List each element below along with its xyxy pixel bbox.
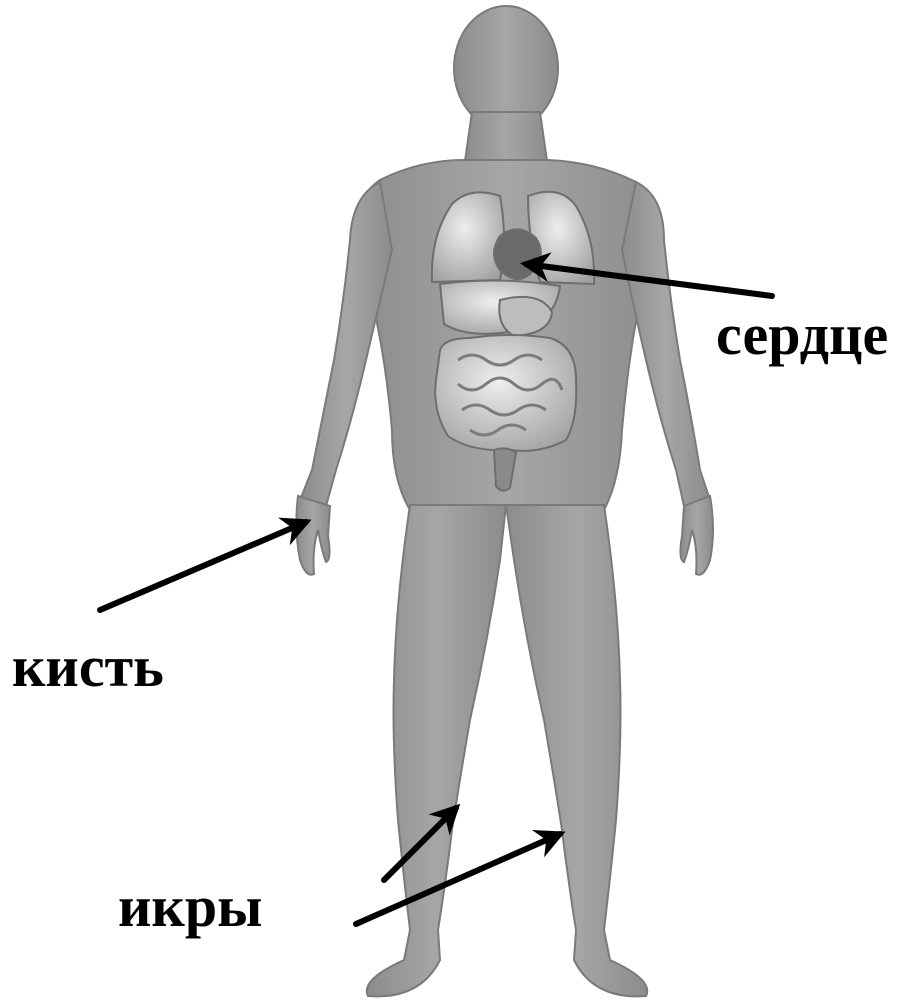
label-hand: кисть — [12, 638, 164, 696]
left-leg — [367, 505, 506, 996]
right-arm — [622, 182, 710, 506]
right-hand — [680, 496, 713, 575]
label-heart: сердце — [716, 306, 888, 364]
intestines — [435, 335, 576, 451]
arrow-to-hand — [100, 522, 306, 610]
left-arm — [300, 182, 392, 506]
label-calves: икры — [118, 878, 262, 936]
left-hand — [296, 496, 330, 575]
human-body-figure — [296, 6, 713, 996]
right-leg — [506, 505, 647, 996]
